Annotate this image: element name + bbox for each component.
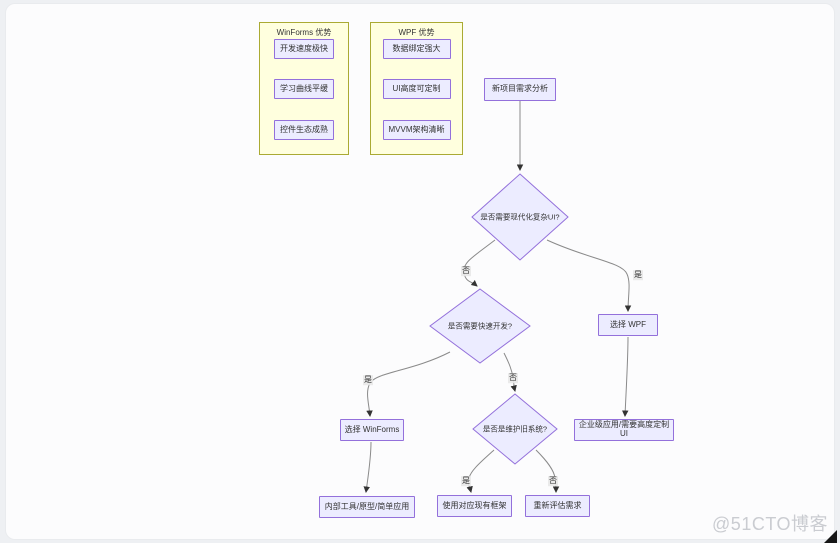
edge-label-d1-no: 否 [461,266,471,276]
wpf-advantage-databinding: 数据绑定强大 [382,39,451,59]
node-legacy-action: 使用对应现有框架 [437,495,512,517]
edge-label-d3-yes: 是 [461,476,471,486]
decision-modern-ui-text: 是否需要现代化复杂UI? [480,212,560,222]
node-winforms-usecase: 内部工具/原型/简单应用 [319,496,415,518]
edge-label-d2-yes: 是 [363,375,373,385]
51cto-watermark: @51CTO博客 [712,514,828,534]
wpf-advantage-mvvm: MVVM架构清晰 [382,120,451,140]
winforms-group-title: WinForms 优势 [276,28,332,37]
wpf-advantages-group: WPF 优势 数据绑定强大 UI高度可定制 MVVM架构清晰 [370,22,463,155]
wpf-group-title: WPF 优势 [398,28,435,37]
winforms-advantage-controls: 控件生态成熟 [274,120,334,140]
decision-legacy-text: 是否是维护旧系统? [482,424,548,434]
node-reevaluate: 重新评估需求 [525,495,590,517]
winforms-advantage-dev-speed: 开发速度极快 [274,39,334,59]
decision-rapid-dev-text: 是否需要快速开发? [447,321,513,331]
node-start: 新项目需求分析 [484,78,556,101]
edge-label-d3-no: 否 [548,476,558,486]
edge-label-d1-yes: 是 [633,270,643,280]
winforms-advantage-learning-curve: 学习曲线平缓 [274,79,334,99]
wpf-advantage-custom-ui: UI高度可定制 [382,79,451,99]
corner-resize-handle-icon [824,530,837,543]
winforms-advantages-group: WinForms 优势 开发速度极快 学习曲线平缓 控件生态成熟 [259,22,349,155]
node-choose-wpf: 选择 WPF [598,314,658,336]
node-choose-winforms: 选择 WinForms [340,419,404,441]
edge-label-d2-no: 否 [508,373,518,383]
node-wpf-usecase: 企业级应用/需要高度定制UI [574,419,674,441]
